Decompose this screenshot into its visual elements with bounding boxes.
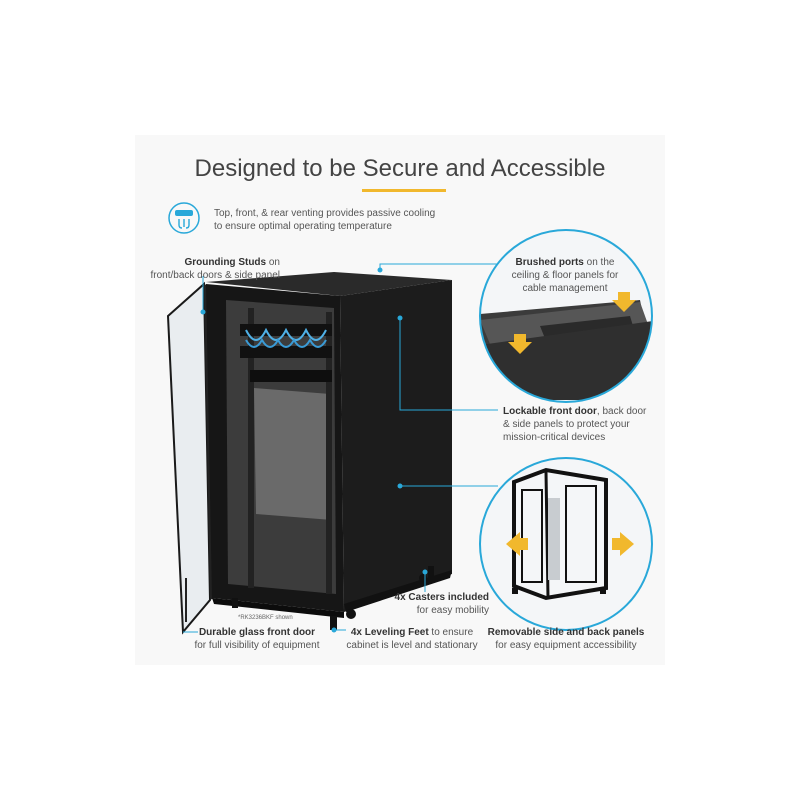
grounding-studs-label: Grounding Studs on front/back doors & si… <box>150 257 280 281</box>
removable-panels-label: Removable side and back panels for easy … <box>487 627 645 651</box>
brushed-ports-label: Brushed ports on the ceiling & floor pan… <box>511 257 619 294</box>
brushed-ports-zoom <box>479 229 653 403</box>
model-note: *RK3236BKF shown <box>238 615 293 621</box>
page-title: Designed to be Secure and Accessible <box>194 155 606 182</box>
glass-door-label: Durable glass front door for full visibi… <box>194 627 320 651</box>
fan-vent-icon <box>168 202 200 234</box>
callout-dots <box>200 267 428 633</box>
title-underline <box>362 189 446 192</box>
casters-label: 4x Casters included for easy mobility <box>394 592 489 616</box>
leveling-feet-label: 4x Leveling Feet to ensure cabinet is le… <box>346 627 478 651</box>
removable-panels-zoom <box>479 457 653 631</box>
venting-description: Top, front, & rear venting provides pass… <box>214 208 436 232</box>
server-cabinet <box>206 272 452 630</box>
lockable-door-label: Lockable front door, back door & side pa… <box>503 406 647 443</box>
